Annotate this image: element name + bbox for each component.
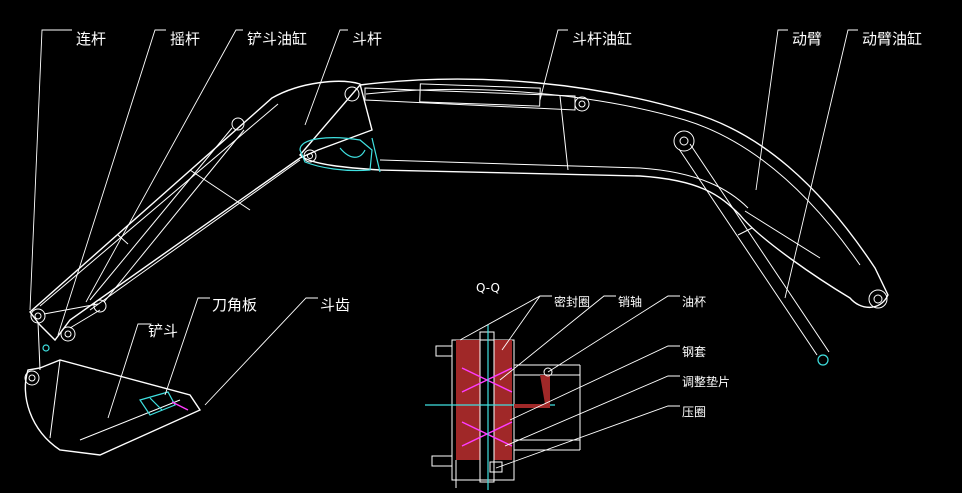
label-steel-sleeve: 钢套 (682, 345, 706, 359)
section-title: Q-Q (476, 281, 500, 295)
bucket (24, 359, 202, 456)
label-side-cutter: 刀角板 (212, 296, 257, 314)
label-boom-cylinder: 动臂油缸 (862, 30, 922, 48)
label-bucket-cylinder: 铲斗油缸 (247, 30, 307, 48)
label-oil-cup: 油杯 (682, 295, 706, 309)
label-seal-ring: 密封圈 (554, 294, 590, 309)
label-arm-cylinder: 斗杆油缸 (572, 30, 632, 48)
label-bucket-tooth: 斗齿 (320, 296, 350, 314)
boom (299, 78, 889, 309)
label-link-rod: 连杆 (76, 30, 106, 48)
label-pin-shaft: 销轴 (618, 294, 642, 309)
label-boom: 动臂 (792, 30, 822, 48)
label-arm: 斗杆 (352, 30, 382, 48)
leader-lines (29, 29, 858, 469)
labels: 连杆 摇杆 铲斗油缸 斗杆 斗杆油缸 动臂 动臂油缸 铲斗 刀角板 斗齿 Q-Q… (76, 30, 922, 419)
linkage (30, 303, 101, 371)
label-bucket: 铲斗 (148, 322, 178, 340)
bucket-cylinder (89, 127, 245, 313)
label-shim: 调整垫片 (682, 374, 730, 389)
arm-cylinder (344, 83, 590, 112)
arm (29, 80, 381, 342)
boom-cylinder (678, 143, 830, 366)
label-press-ring: 压圈 (682, 405, 706, 419)
label-rocker: 摇杆 (170, 30, 200, 48)
